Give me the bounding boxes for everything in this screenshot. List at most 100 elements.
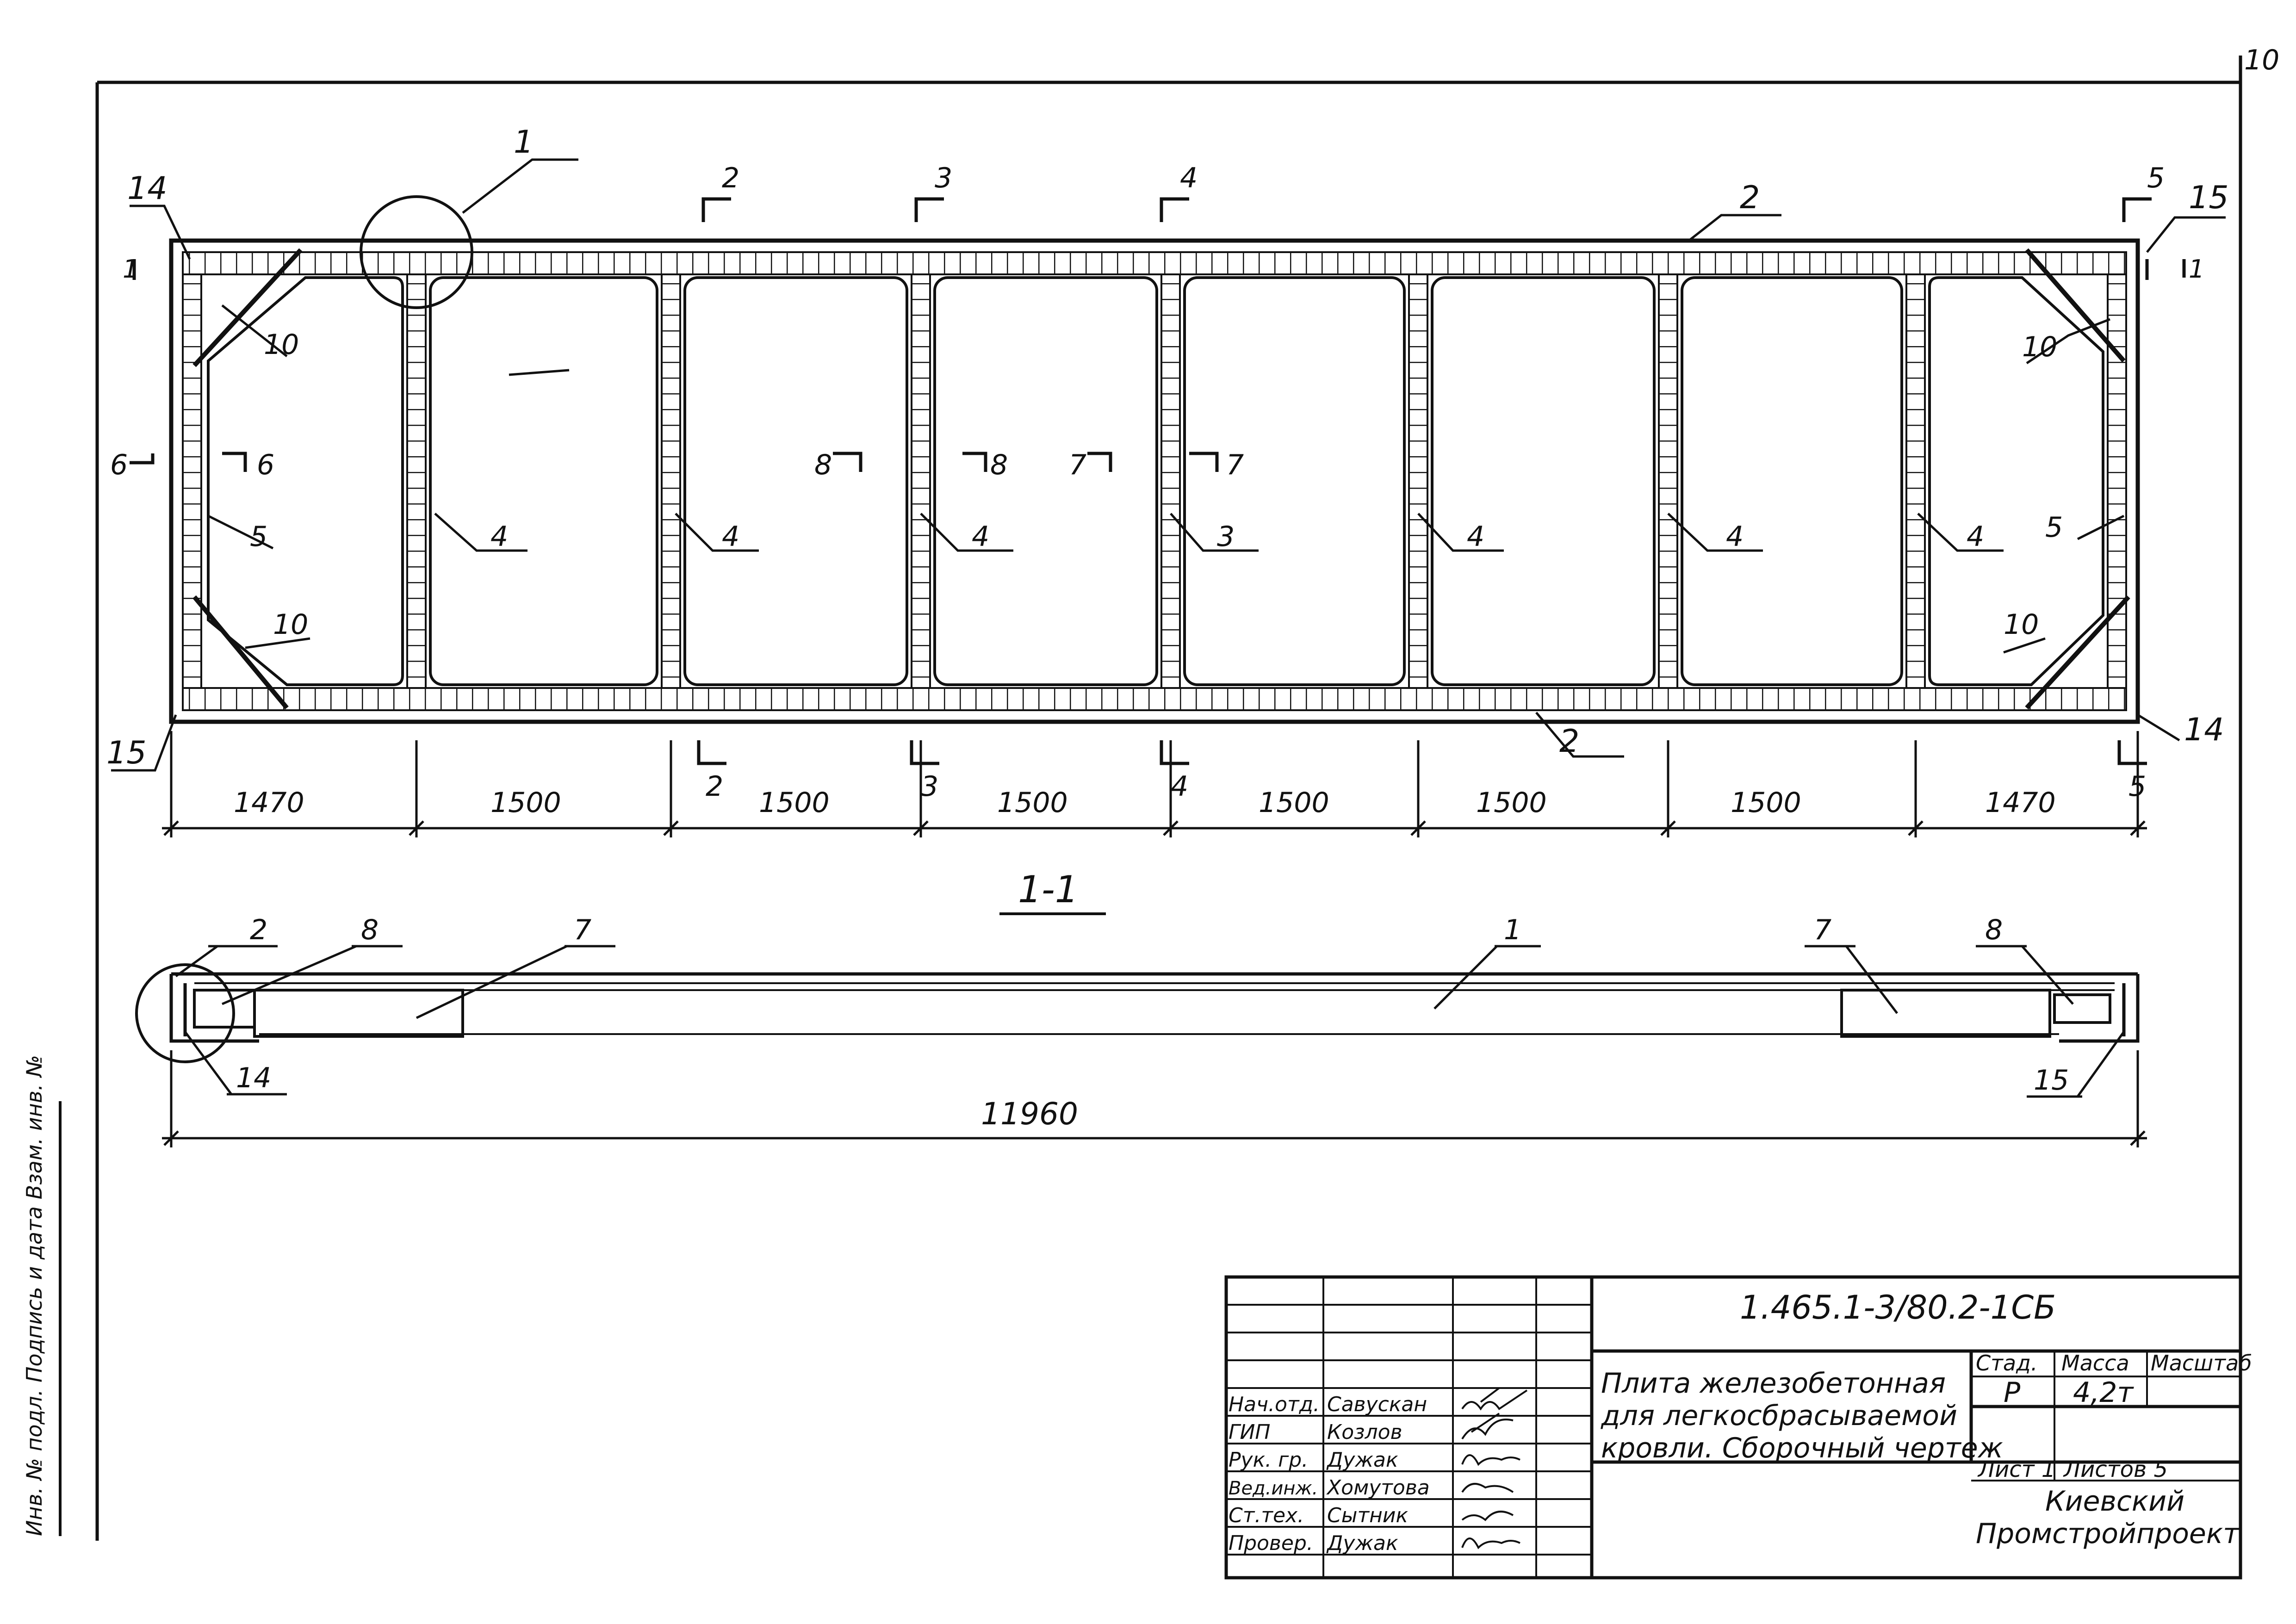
stage-header: Стад. [1976, 1351, 2038, 1376]
section-2-bottom: 2 [706, 770, 723, 803]
sheets-total: Листов 5 [2063, 1457, 2168, 1482]
sheet-number: Лист 1 [1977, 1457, 2055, 1482]
section-marks [130, 197, 2186, 765]
section-7-right: 7 [1226, 449, 1244, 481]
detail-circle-1 [360, 195, 473, 309]
transverse-rib-7 [1905, 273, 1926, 689]
section-3-top: 3 [935, 162, 952, 194]
section-callout-8-right: 8 [1985, 914, 2003, 946]
section-dimension-line [162, 1050, 2147, 1147]
section-6-right: 6 [257, 449, 274, 481]
title-line-2: для легкосбрасываемой [1601, 1400, 1957, 1432]
panel-1 [207, 276, 404, 686]
dim-6: 1500 [1476, 787, 1547, 819]
staff-role-4: Вед.инж. [1229, 1478, 1318, 1499]
section-callout-1: 1 [1504, 914, 1521, 946]
embedded-part-8-left [193, 989, 256, 1029]
dim-2: 1500 [490, 787, 561, 819]
callout-14-bottom: 14 [2184, 712, 2224, 748]
left-end-rib-cage [182, 273, 202, 689]
embedded-part-7-right [1840, 989, 2051, 1038]
dim-3: 1500 [759, 787, 830, 819]
callout-15-bottom: 15 [106, 735, 147, 771]
transverse-rib-6 [1658, 273, 1678, 689]
panel-6 [1431, 276, 1656, 686]
callout-4-c: 4 [972, 521, 989, 553]
callout-5-right: 5 [2045, 511, 2063, 544]
dim-1: 1470 [234, 787, 304, 819]
mass-value: 4,2т [2073, 1376, 2134, 1409]
dim-5: 1500 [1259, 787, 1329, 819]
overall-length: 11960 [981, 1096, 1078, 1132]
diagonal-bar-top-right [2025, 248, 2126, 363]
section-5-top: 5 [2147, 162, 2165, 194]
staff-name-5: Сытник [1327, 1504, 1408, 1527]
staff-name-3: Дужак [1326, 1448, 1398, 1472]
staff-name-6: Дужак [1326, 1531, 1398, 1555]
transverse-rib-4 [1160, 273, 1181, 689]
callout-10-bottom-left: 10 [273, 608, 308, 641]
plan-outline-inner [182, 251, 2127, 711]
plan-dimension-line [162, 731, 2147, 837]
slab-left-end [169, 974, 259, 1043]
section-1-right: 1 [2189, 254, 2204, 284]
section-4-bottom: 4 [1171, 770, 1188, 803]
callout-4-b: 4 [722, 521, 739, 553]
mass-header: Масса [2061, 1351, 2129, 1376]
diagonal-bar-bottom-right [2025, 595, 2130, 710]
section-2-top: 2 [722, 162, 739, 194]
signatures [1461, 1387, 1528, 1550]
title-line-3: кровли. Сборочный чертеж [1601, 1432, 2003, 1464]
slab-top-inner [194, 982, 2115, 991]
section-callout-8-left: 8 [361, 914, 379, 946]
transverse-rib-3 [911, 273, 931, 689]
dim-8: 1470 [1985, 787, 2056, 819]
staff-role-6: Провер. [1229, 1531, 1313, 1555]
top-rib-cage [182, 251, 2127, 275]
transverse-rib-1 [406, 273, 427, 689]
staff-name-4: Хомутова [1326, 1476, 1430, 1500]
panel-7 [1681, 276, 1903, 686]
plan-callouts [111, 158, 2226, 772]
callout-4-f: 4 [1967, 521, 1984, 553]
section-6-left: 6 [110, 449, 128, 481]
side-stamp: Инв. № подл. Подпись и дата Взам. инв. № [22, 1055, 47, 1536]
staff-name-2: Козлов [1327, 1420, 1402, 1444]
dim-7: 1500 [1731, 787, 1801, 819]
section-title: 1-1 [1018, 868, 1079, 911]
bottom-rib-cage [182, 687, 2127, 711]
callout-4-d: 4 [1467, 521, 1484, 553]
scale-header: Масштаб [2151, 1351, 2252, 1376]
organization-line-1: Киевский [2045, 1485, 2184, 1518]
callout-10-bottom-right: 10 [2004, 608, 2039, 641]
callout-1: 1 [514, 124, 534, 161]
right-end-rib-cage [2107, 273, 2127, 689]
section-callout-7-left: 7 [574, 914, 591, 946]
section-callout-15: 15 [2034, 1064, 2069, 1097]
title-block: 1.465.1-3/80.2-1СБ Плита железобетонная … [1224, 1275, 2252, 1580]
callout-4-e: 4 [1726, 521, 1744, 553]
staff-name-1: Савускан [1327, 1393, 1427, 1416]
drawing-code: 1.465.1-3/80.2-1СБ [1740, 1289, 2056, 1326]
section-callouts [175, 945, 2125, 1098]
diagonal-bar-top-left [192, 248, 303, 367]
slab-right-end [2059, 974, 2140, 1043]
dim-4: 1500 [997, 787, 1068, 819]
section-8-left: 8 [814, 449, 832, 481]
organization-line-2: Промстройпроект [1976, 1518, 2240, 1550]
title-line-1: Плита железобетонная [1601, 1367, 1946, 1400]
callout-10-top-left: 10 [264, 329, 299, 361]
transverse-rib-5 [1408, 273, 1428, 689]
callout-4-a: 4 [490, 521, 508, 553]
embedded-part-8-right [2053, 993, 2111, 1024]
embedded-part-7-left [253, 989, 464, 1038]
panel-8 [1928, 276, 2104, 686]
section-3-bottom: 3 [921, 770, 938, 803]
callout-3: 3 [1217, 521, 1235, 553]
callout-5-left: 5 [250, 521, 267, 553]
section-8-right: 8 [990, 449, 1008, 481]
staff-role-3: Рук. гр. [1229, 1448, 1308, 1472]
section-callout-14: 14 [236, 1062, 271, 1094]
callout-15-top: 15 [2189, 180, 2229, 216]
